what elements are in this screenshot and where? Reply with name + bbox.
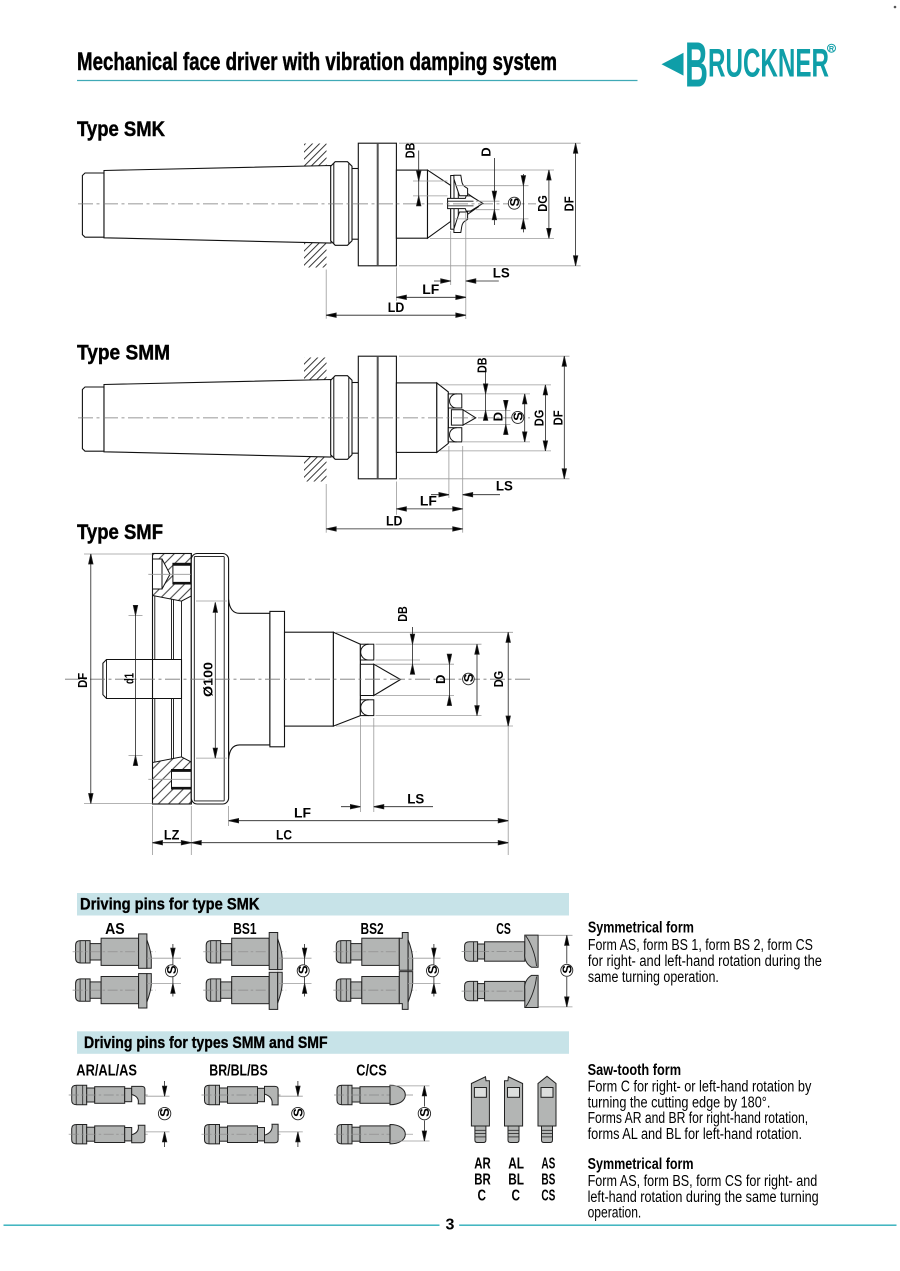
svg-text:LS: LS: [496, 478, 513, 493]
svg-text:CS: CS: [496, 921, 511, 938]
svg-text:D: D: [479, 147, 494, 156]
svg-text:DB: DB: [403, 143, 418, 159]
svg-text:R: R: [829, 44, 835, 53]
svg-text:BS2: BS2: [361, 921, 384, 938]
svg-text:Form AS, form BS 1, form BS 2,: Form AS, form BS 1, form BS 2, form CS: [588, 937, 813, 954]
svg-text:BS1: BS1: [233, 921, 256, 938]
svg-text:operation.: operation.: [588, 1205, 642, 1222]
svg-text:C: C: [512, 1188, 521, 1205]
svg-text:DB: DB: [475, 358, 490, 374]
svg-text:C/CS: C/CS: [356, 1062, 386, 1079]
svg-text:DF: DF: [75, 673, 90, 688]
svg-text:Form C for right- or left-hand: Form C for right- or left-hand rotation …: [588, 1079, 812, 1096]
svg-text:AR/AL/AS: AR/AL/AS: [76, 1062, 137, 1079]
svg-text:LF: LF: [294, 805, 311, 820]
svg-text:Ø100: Ø100: [201, 662, 216, 697]
svg-text:CS: CS: [541, 1188, 555, 1205]
svg-text:3: 3: [446, 1217, 455, 1234]
svg-text:DG: DG: [531, 410, 546, 427]
svg-text:BR/BL/BS: BR/BL/BS: [209, 1062, 267, 1079]
svg-text:S: S: [559, 965, 574, 974]
svg-text:S: S: [507, 198, 522, 207]
svg-text:BS: BS: [541, 1172, 555, 1189]
svg-text:AS: AS: [541, 1156, 555, 1173]
svg-text:Mechanical face driver with vi: Mechanical face driver with vibration da…: [77, 48, 557, 76]
svg-text:DB: DB: [395, 606, 410, 622]
svg-text:DF: DF: [550, 410, 565, 425]
svg-text:Saw-tooth form: Saw-tooth form: [588, 1062, 682, 1079]
svg-text:LC: LC: [276, 827, 292, 842]
svg-text:LS: LS: [407, 791, 424, 806]
svg-text:DG: DG: [535, 195, 550, 212]
svg-text:Driving pins for types SMM and: Driving pins for types SMM and SMF: [84, 1033, 328, 1052]
svg-text:LF: LF: [420, 493, 437, 508]
svg-text:BR: BR: [474, 1172, 491, 1189]
svg-text:S: S: [164, 965, 179, 974]
svg-text:same turning operation.: same turning operation.: [588, 969, 719, 986]
svg-text:Symmetrical form: Symmetrical form: [588, 920, 694, 937]
svg-text:Driving pins for type SMK: Driving pins for type SMK: [80, 895, 260, 914]
svg-text:Forms AR and BR for right-hand: Forms AR and BR for right-hand rotation,: [588, 1110, 809, 1127]
svg-text:Form AS, form BS, form CS for: Form AS, form BS, form CS for right- and: [588, 1173, 818, 1190]
svg-text:D: D: [490, 412, 505, 421]
svg-text:LF: LF: [422, 282, 439, 297]
svg-text:B: B: [685, 28, 708, 100]
svg-text:RUCKNER: RUCKNER: [708, 41, 829, 85]
svg-text:turning the cutting edge by 18: turning the cutting edge by 180°.: [588, 1094, 771, 1111]
svg-text:DG: DG: [491, 671, 506, 688]
svg-text:LS: LS: [493, 265, 510, 280]
svg-text:Type SMK: Type SMK: [77, 117, 165, 141]
svg-text:for right- and left-hand rotat: for right- and left-hand rotation during…: [588, 953, 822, 970]
svg-text:BL: BL: [508, 1172, 524, 1189]
svg-text:S: S: [425, 965, 440, 974]
svg-text:S: S: [290, 1108, 305, 1117]
svg-text:Symmetrical form: Symmetrical form: [588, 1156, 694, 1173]
svg-text:S: S: [296, 965, 311, 974]
svg-text:Type SMF: Type SMF: [77, 520, 163, 544]
svg-text:LD: LD: [388, 300, 405, 315]
svg-text:S: S: [157, 1108, 172, 1117]
svg-text:AL: AL: [508, 1156, 524, 1173]
svg-text:left-hand rotation during the: left-hand rotation during the same turni…: [588, 1189, 819, 1206]
svg-text:S: S: [417, 1108, 432, 1117]
svg-text:S: S: [461, 673, 476, 682]
svg-text:LD: LD: [386, 513, 403, 528]
svg-text:AR: AR: [474, 1156, 491, 1173]
svg-text:C: C: [478, 1188, 487, 1205]
svg-text:forms AL and BL for left-hand: forms AL and BL for left-hand rotation.: [588, 1126, 802, 1143]
svg-text:D: D: [433, 675, 448, 684]
svg-text:Type SMM: Type SMM: [77, 341, 170, 365]
svg-text:S: S: [510, 412, 525, 421]
svg-text:LZ: LZ: [164, 827, 180, 842]
svg-text:DF: DF: [562, 196, 577, 211]
svg-text:d1: d1: [122, 673, 137, 684]
svg-text:AS: AS: [105, 921, 125, 938]
